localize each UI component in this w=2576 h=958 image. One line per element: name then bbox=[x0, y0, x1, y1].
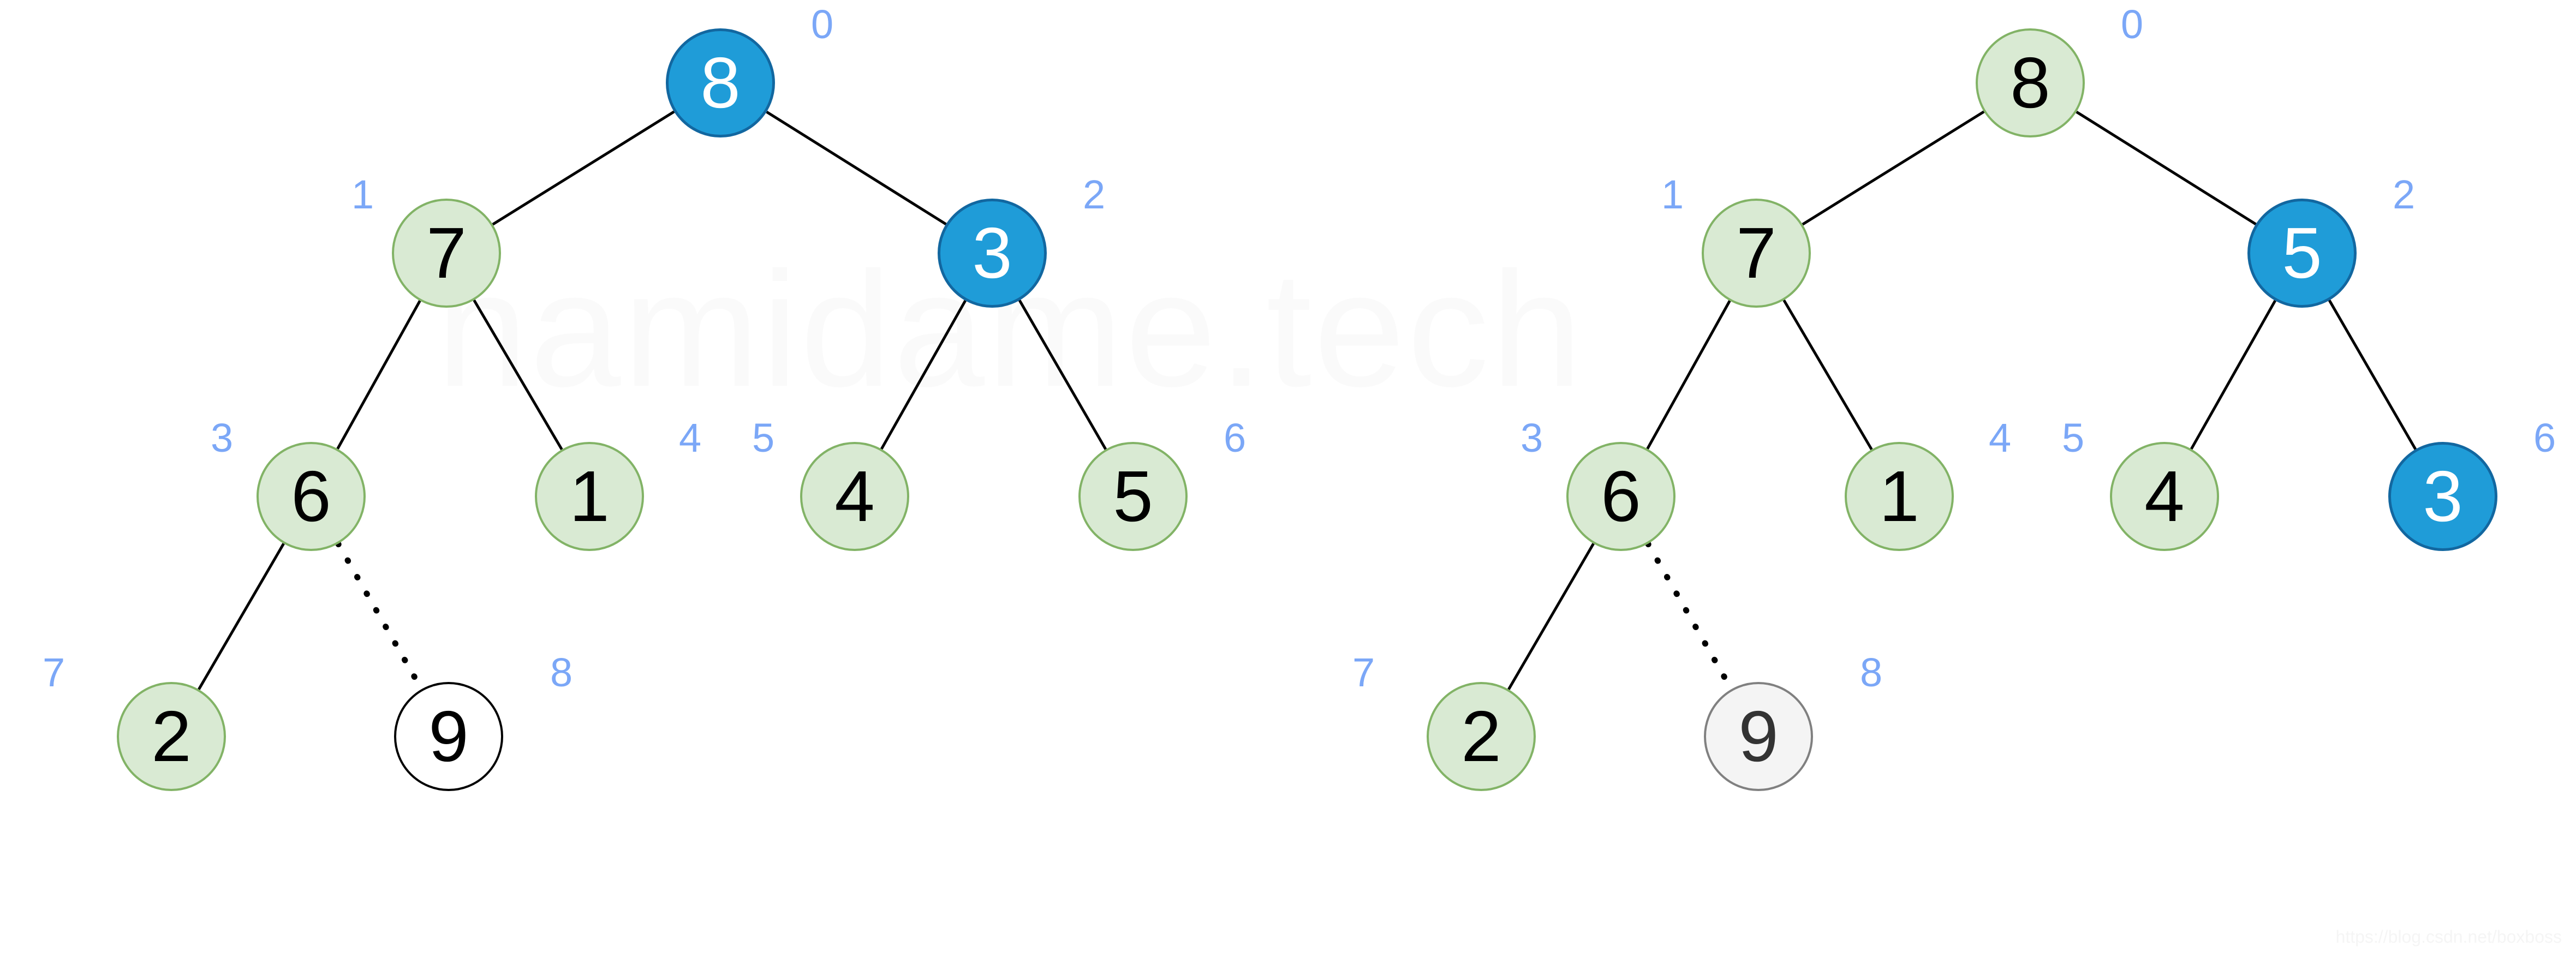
node-value: 2 bbox=[151, 696, 192, 776]
node-index-label: 1 bbox=[1661, 172, 1684, 217]
tree-node-right-8[interactable]: 9 bbox=[1704, 682, 1813, 791]
tree-node-left-8[interactable]: 9 bbox=[394, 682, 503, 791]
tree-node-left-7[interactable]: 2 bbox=[117, 682, 226, 791]
node-index-label: 1 bbox=[351, 172, 374, 217]
node-value: 8 bbox=[700, 43, 741, 123]
tree-node-left-5[interactable]: 4 bbox=[800, 442, 909, 551]
node-value: 9 bbox=[1738, 696, 1779, 776]
tree-edge bbox=[766, 110, 947, 226]
node-value: 5 bbox=[2282, 213, 2322, 293]
tree-node-left-1[interactable]: 7 bbox=[392, 199, 501, 308]
node-value: 4 bbox=[2144, 456, 2185, 536]
node-value: 5 bbox=[1113, 456, 1153, 536]
tree-node-right-3[interactable]: 6 bbox=[1566, 442, 1675, 551]
node-index-label: 0 bbox=[811, 2, 834, 47]
tree-node-left-2[interactable]: 3 bbox=[938, 199, 1047, 308]
tree-edge bbox=[1507, 543, 1595, 690]
tree-node-left-0[interactable]: 8 bbox=[666, 28, 775, 137]
tree-edge bbox=[335, 541, 425, 692]
node-index-label: 7 bbox=[1352, 650, 1375, 695]
tree-edge bbox=[1782, 299, 1873, 451]
node-index-label: 3 bbox=[211, 415, 234, 460]
node-index-label: 5 bbox=[752, 415, 775, 460]
tree-edge bbox=[336, 300, 421, 450]
tree-node-right-7[interactable]: 2 bbox=[1427, 682, 1536, 791]
node-index-label: 6 bbox=[2533, 415, 2556, 460]
node-value: 1 bbox=[569, 456, 610, 536]
tree-node-right-1[interactable]: 7 bbox=[1702, 199, 1811, 308]
node-index-label: 4 bbox=[1989, 415, 2012, 460]
tree-edge bbox=[1646, 300, 1731, 450]
tree-node-left-4[interactable]: 1 bbox=[535, 442, 644, 551]
node-value: 3 bbox=[972, 213, 1012, 293]
tree-edge bbox=[1802, 110, 1985, 226]
node-index-label: 7 bbox=[43, 650, 65, 695]
tree-node-left-6[interactable]: 5 bbox=[1078, 442, 1188, 551]
node-index-label: 4 bbox=[679, 415, 702, 460]
tree-node-left-3[interactable]: 6 bbox=[257, 442, 366, 551]
node-index-label: 3 bbox=[1520, 415, 1543, 460]
node-index-label: 0 bbox=[2121, 2, 2144, 47]
tree-edge bbox=[2190, 300, 2276, 450]
node-value: 7 bbox=[426, 213, 467, 293]
node-index-label: 2 bbox=[2393, 172, 2416, 217]
tree-edge bbox=[2328, 300, 2417, 450]
tree-node-right-5[interactable]: 4 bbox=[2110, 442, 2219, 551]
tree-node-right-0[interactable]: 8 bbox=[1976, 28, 2085, 137]
tree-edge bbox=[1645, 541, 1734, 692]
node-index-label: 6 bbox=[1224, 415, 1247, 460]
node-value: 8 bbox=[2010, 43, 2050, 123]
tree-node-right-6[interactable]: 3 bbox=[2388, 442, 2497, 551]
tree-edge bbox=[492, 110, 675, 226]
tree-node-right-2[interactable]: 5 bbox=[2247, 199, 2357, 308]
node-value: 4 bbox=[834, 456, 875, 536]
blog-url-watermark: https://blog.csdn.net/boxboss bbox=[2335, 927, 2562, 947]
node-value: 6 bbox=[1601, 456, 1641, 536]
node-index-label: 8 bbox=[1860, 650, 1883, 695]
node-value: 6 bbox=[291, 456, 331, 536]
node-value: 7 bbox=[1736, 213, 1776, 293]
tree-edge bbox=[2076, 110, 2257, 226]
node-value: 3 bbox=[2423, 456, 2463, 536]
node-value: 1 bbox=[1879, 456, 1919, 536]
node-index-label: 2 bbox=[1083, 172, 1106, 217]
node-index-label: 8 bbox=[550, 650, 573, 695]
tree-edge bbox=[198, 543, 285, 690]
tree-node-right-4[interactable]: 1 bbox=[1845, 442, 1954, 551]
node-index-label: 5 bbox=[2062, 415, 2085, 460]
node-value: 9 bbox=[428, 696, 469, 776]
node-value: 2 bbox=[1461, 696, 1501, 776]
